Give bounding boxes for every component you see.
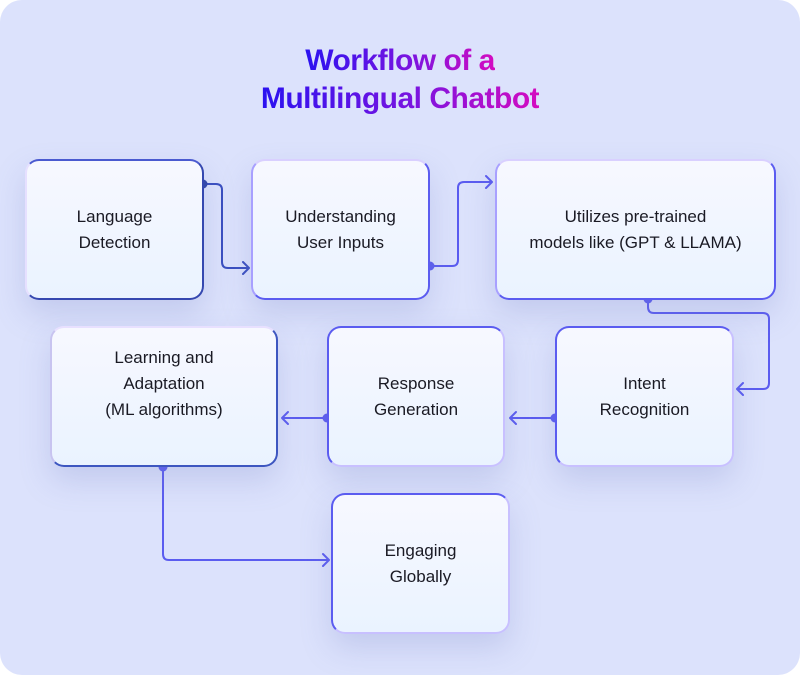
step-text: Generation — [373, 399, 459, 419]
title-line-2: Multilingual Chatbot — [260, 82, 540, 115]
step-text: Learning and — [114, 347, 214, 367]
step-text: Detection — [78, 232, 151, 252]
step-text: Response — [377, 373, 455, 393]
connector-4-5 — [509, 411, 556, 425]
step-text: Adaptation — [123, 373, 205, 393]
connector-5-6 — [281, 411, 328, 425]
step-text: User Inputs — [297, 232, 384, 252]
step-text: models like (GPT & LLAMA) — [529, 232, 742, 252]
diagram-title: Workflow of a Multilingual Chatbot — [0, 42, 800, 118]
step-pretrained-models: Utilizes pre-trained models like (GPT & L… — [495, 159, 776, 300]
connector-6-7 — [162, 466, 330, 567]
connector-2-3 — [429, 175, 493, 267]
title-line-1: Workflow of a — [305, 44, 495, 77]
step-text: Engaging — [384, 540, 457, 560]
step-text: Intent — [623, 373, 666, 393]
step-text: Language — [76, 206, 153, 226]
step-text: Utilizes pre-trained — [564, 206, 707, 226]
connector-1-2 — [202, 183, 250, 275]
step-text: (ML algorithms) — [105, 399, 223, 419]
step-text: Recognition — [599, 399, 690, 419]
step-text: Globally — [389, 566, 452, 586]
step-text: Understanding — [285, 206, 396, 226]
connector-3-4 — [647, 298, 770, 396]
